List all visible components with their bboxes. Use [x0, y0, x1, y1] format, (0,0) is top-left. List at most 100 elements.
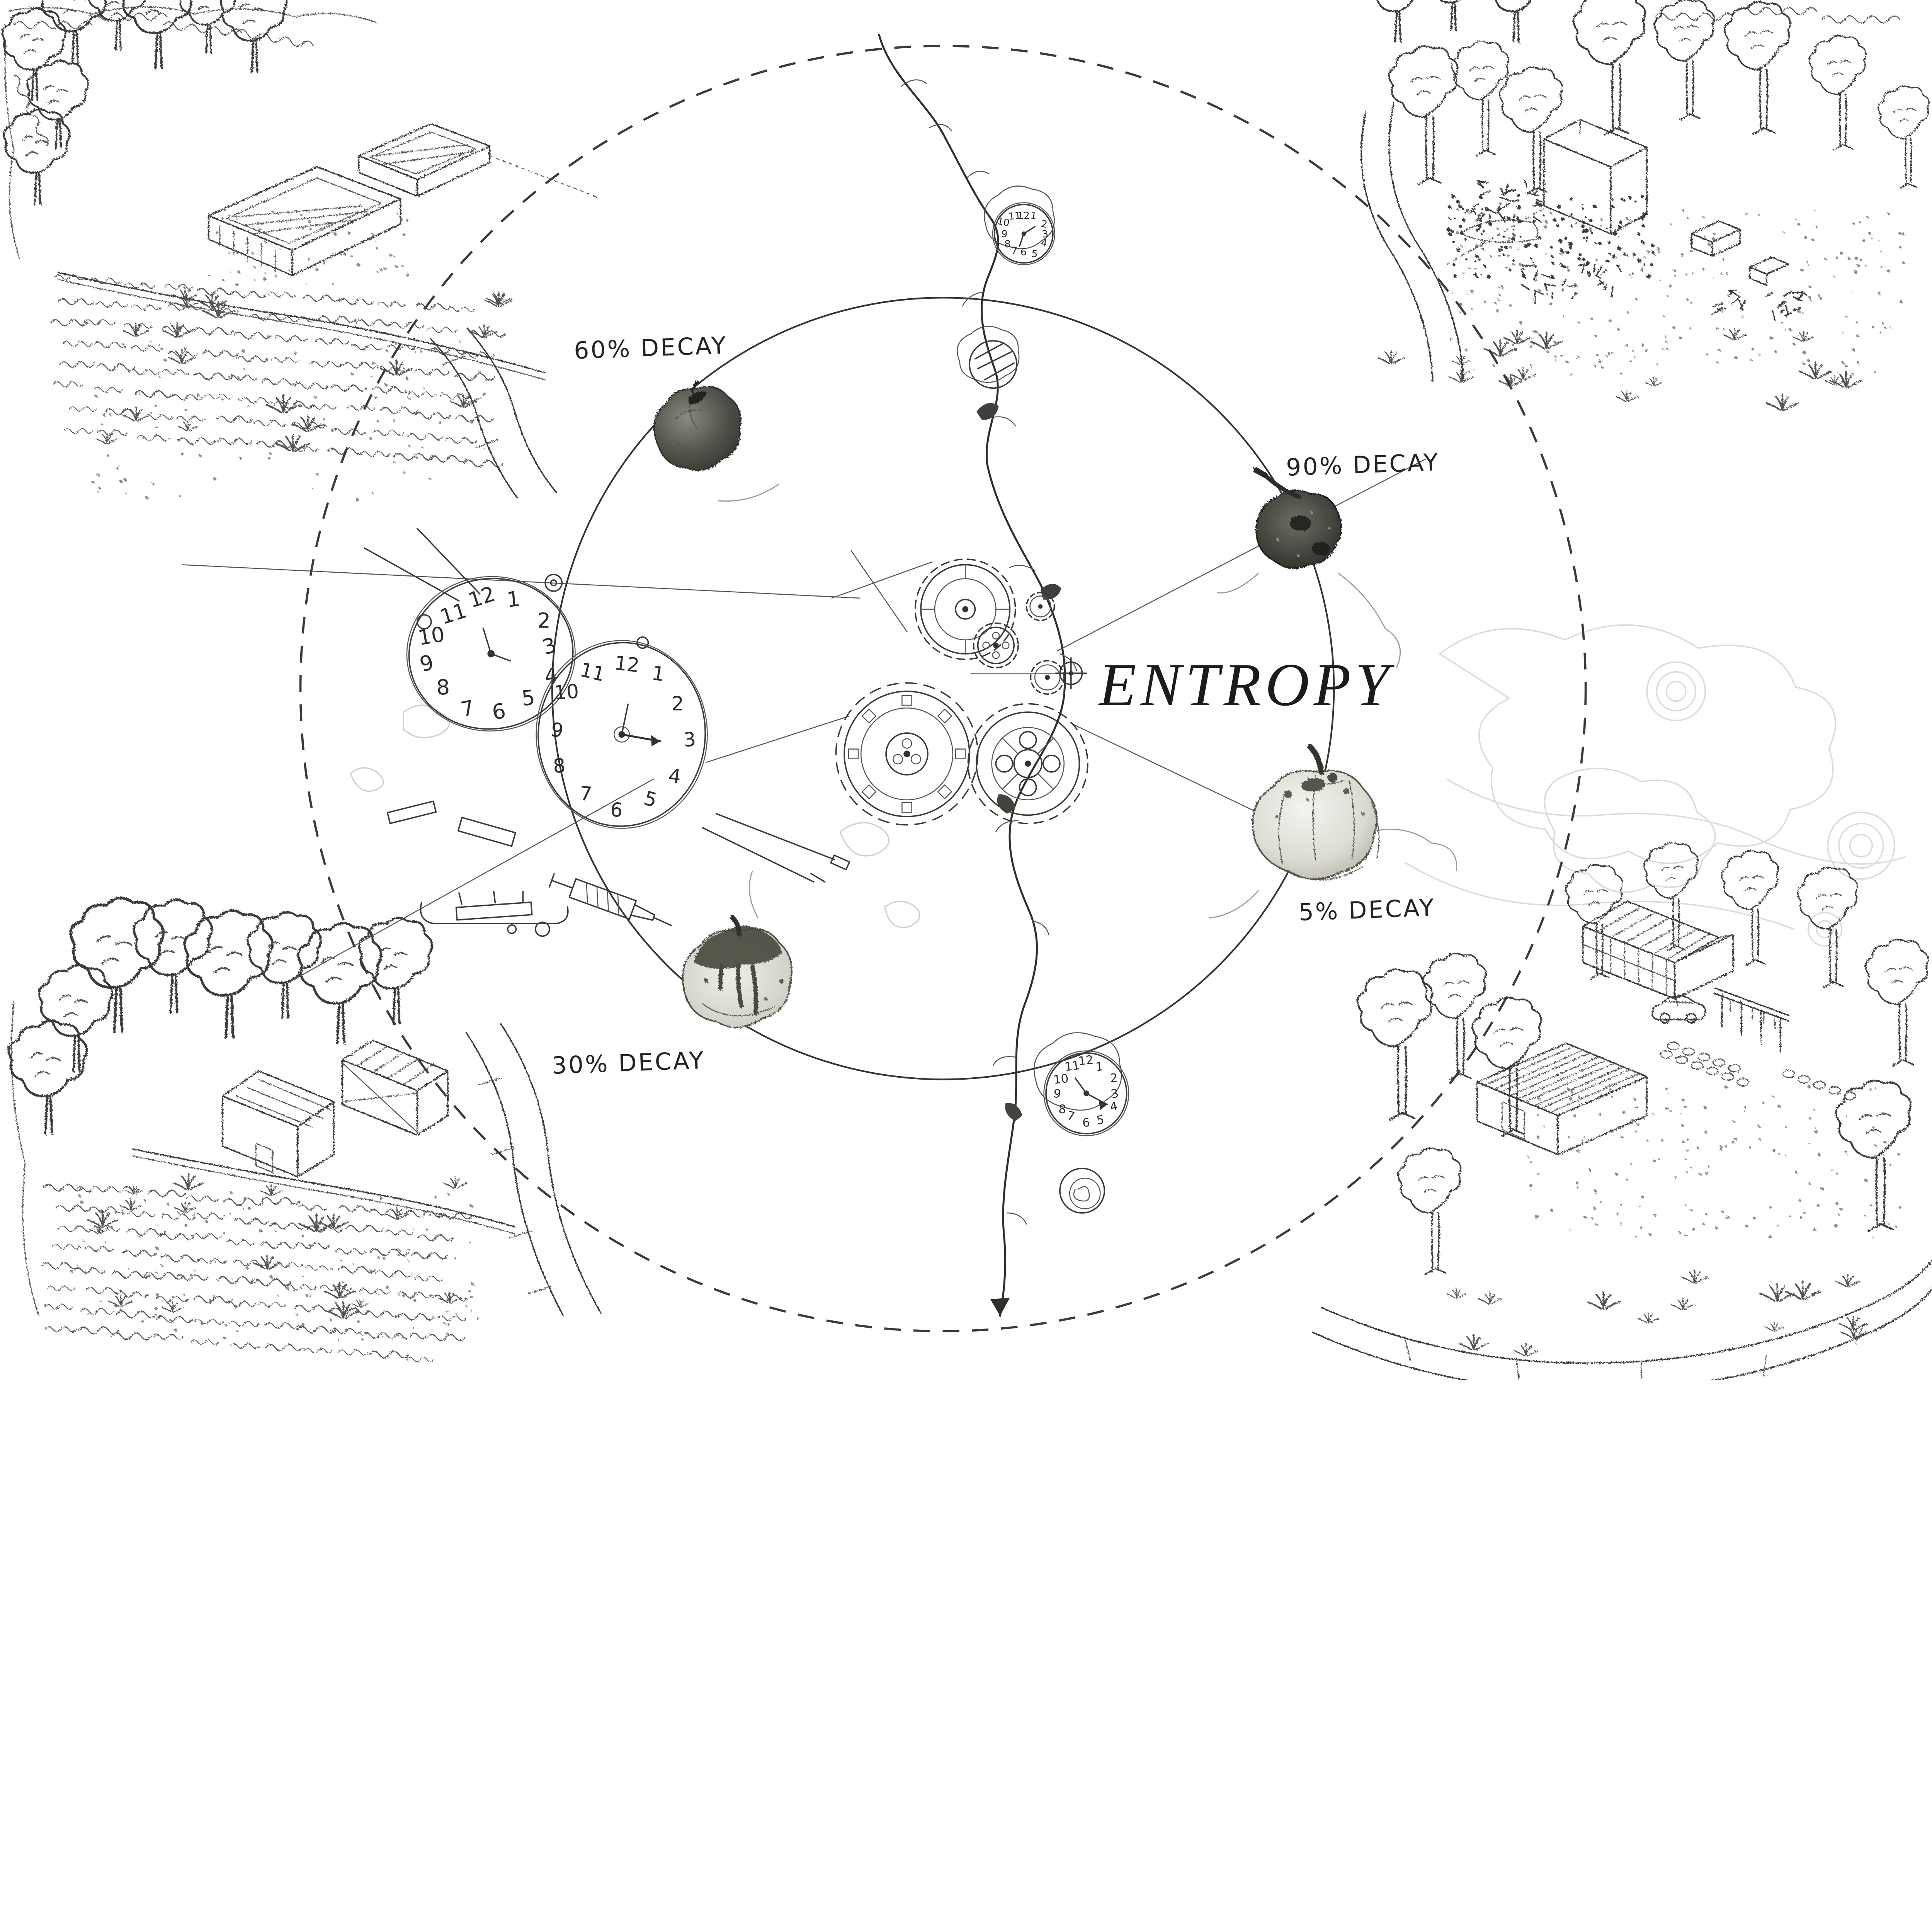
- speckle-dot: [1674, 274, 1676, 277]
- speckle-dot: [1846, 1116, 1848, 1118]
- terrace-squiggle: [265, 1344, 304, 1351]
- debris-stick: [1796, 291, 1805, 301]
- speckle-dot: [447, 1323, 450, 1326]
- terrace-squiggle: [398, 1313, 435, 1320]
- clock-numeral: 9: [1052, 1087, 1062, 1101]
- speckle-dot: [1635, 1106, 1638, 1109]
- speckle-dot: [470, 420, 473, 424]
- compost-dot: [1608, 252, 1611, 255]
- speckle-dot: [1751, 347, 1754, 350]
- speckle-dot: [1592, 1138, 1595, 1141]
- speckle-dot: [1758, 354, 1761, 356]
- speckle-dot: [1749, 1146, 1751, 1149]
- speckle-dot: [1720, 272, 1723, 275]
- speckle-dot: [239, 1301, 242, 1304]
- debris-stick: [1479, 190, 1491, 197]
- speckle-dot: [1544, 225, 1547, 228]
- speckle-dot: [1842, 361, 1844, 364]
- compost-dot: [1556, 224, 1560, 228]
- terrace-squiggle: [52, 1244, 80, 1249]
- speckle-dot: [122, 343, 124, 345]
- speckle-dot: [205, 1220, 209, 1223]
- speckle-dot: [100, 1300, 102, 1303]
- speckle-dot: [1851, 291, 1853, 293]
- grass-tufts: [1447, 1269, 1868, 1357]
- speckle-dot: [371, 233, 374, 236]
- speckle-dot: [312, 488, 314, 490]
- terrace-squiggle: [407, 391, 437, 397]
- speckle-dot: [102, 413, 106, 417]
- terrace-squiggle: [305, 1265, 333, 1271]
- compost-dot: [1590, 231, 1593, 234]
- clock-numeral: 10: [996, 215, 1010, 229]
- grass-tuft: [1514, 1343, 1539, 1357]
- speckle-dot: [1549, 302, 1553, 306]
- speckle-dot: [1494, 302, 1496, 304]
- speckle-dot: [1639, 1205, 1641, 1208]
- terrace-squiggle: [230, 291, 267, 298]
- speckle-dot: [1789, 1215, 1791, 1218]
- speckle-dot: [1632, 254, 1635, 257]
- speckle-dot: [1785, 1126, 1787, 1128]
- speckle-dot: [1465, 349, 1468, 352]
- compost-dot: [1612, 254, 1616, 259]
- sketch-bottom-left: [9, 898, 602, 1362]
- clock-numeral: 10: [1053, 1072, 1069, 1087]
- terrace-squiggle: [445, 437, 478, 444]
- speckle-dot: [1685, 1158, 1687, 1160]
- terrace-squiggle: [258, 1302, 286, 1308]
- small-crates: [1690, 220, 1790, 286]
- speckle-dot: [1799, 1216, 1803, 1219]
- speckle-dot: [243, 1197, 247, 1200]
- speckle-dot: [1784, 329, 1786, 331]
- compost-dot: [1538, 203, 1543, 207]
- terrace-squiggle: [63, 428, 94, 434]
- speckle-dot: [1468, 370, 1470, 373]
- speckle-dot: [269, 1275, 273, 1278]
- speckle-dot: [1576, 357, 1578, 360]
- speckle-dot: [1572, 1147, 1575, 1149]
- speckle-dot: [1669, 1110, 1672, 1112]
- speckle-dot: [228, 214, 231, 217]
- speckle-dot: [1685, 274, 1687, 276]
- grass-tuft: [1458, 1334, 1489, 1351]
- speckle-dot: [1600, 1201, 1602, 1204]
- speckle-dot: [1634, 1130, 1637, 1133]
- speckle-dot: [1833, 275, 1836, 278]
- terrace-squiggle: [44, 1326, 77, 1333]
- debris-stick: [1544, 282, 1548, 291]
- speckle-dot: [209, 1260, 212, 1263]
- speckle-dot: [1870, 1089, 1872, 1091]
- diagram-title: ENTROPY: [1098, 651, 1395, 719]
- speckle-dot: [1568, 214, 1572, 218]
- speckle-dot: [483, 333, 485, 335]
- speckle-dot: [1712, 237, 1716, 241]
- speckle-dot: [1795, 1171, 1798, 1174]
- speckle-dot: [1835, 257, 1838, 259]
- grass-tuft: [1793, 331, 1814, 342]
- terrace-squiggle: [59, 361, 94, 368]
- speckle-dot: [414, 351, 417, 354]
- speckle-dot: [1483, 301, 1486, 303]
- speckle-dot: [1480, 274, 1482, 276]
- clock-numeral: 2: [537, 608, 551, 633]
- compost-dot: [1543, 214, 1545, 216]
- speckle-dot: [379, 268, 383, 271]
- speckle-dot: [1498, 294, 1501, 297]
- speckle-dot: [246, 230, 249, 232]
- terrace-squiggle: [192, 372, 233, 380]
- compost-dot: [1534, 243, 1538, 248]
- clock-numeral: 2: [1110, 1072, 1118, 1085]
- compost-dots: [1447, 193, 1655, 279]
- speckle-dot: [1456, 231, 1459, 235]
- terrace-squiggle: [58, 298, 95, 306]
- clock-numeral: 11: [1064, 1059, 1080, 1074]
- debris-stick: [1711, 309, 1721, 316]
- terrace-squiggle: [338, 1205, 373, 1212]
- compost-dot: [1560, 262, 1562, 264]
- speckle-dot: [1535, 279, 1537, 282]
- compost-dot: [1502, 253, 1505, 256]
- compost-dot: [1476, 276, 1478, 278]
- speckle-dot: [286, 222, 288, 224]
